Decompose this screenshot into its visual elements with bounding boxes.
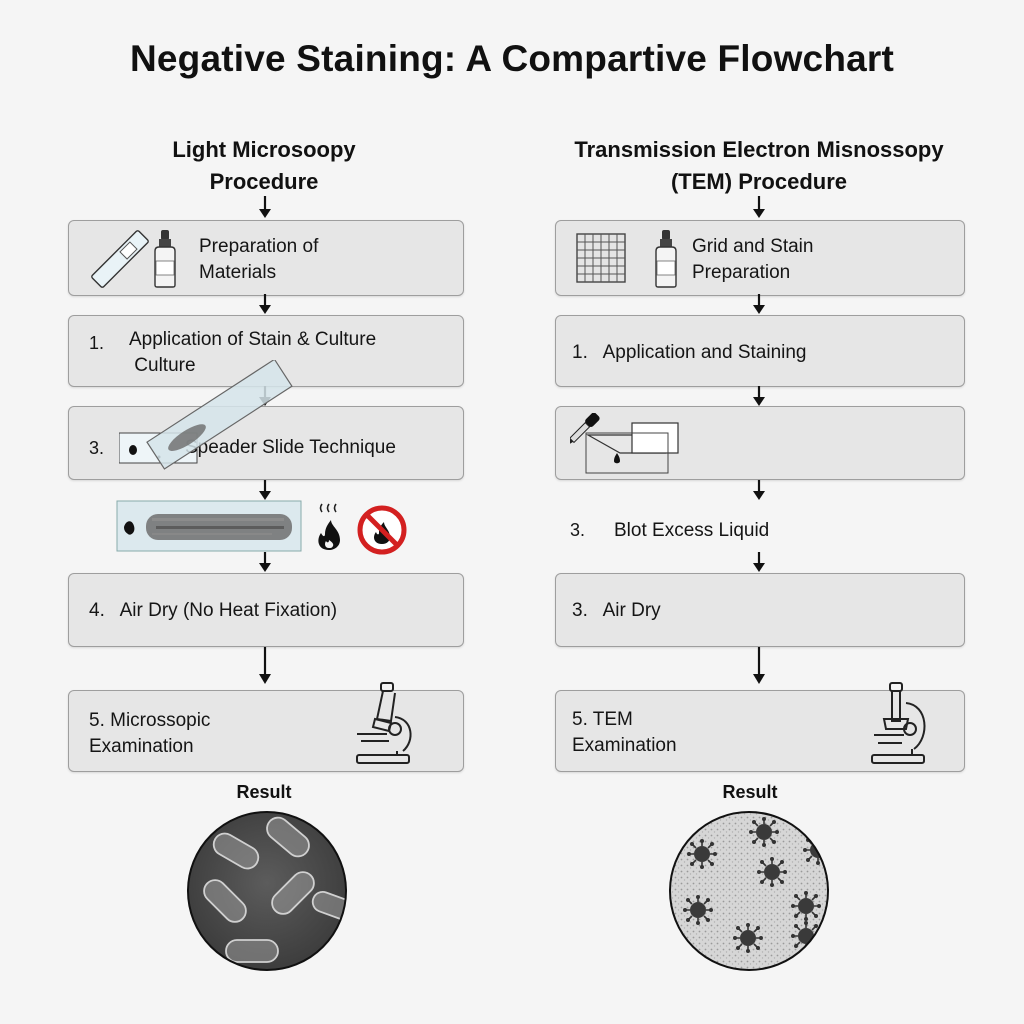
left-prep-text: Preparation of Materials	[199, 236, 319, 283]
pipette-drop-icon	[570, 413, 679, 474]
stain-bottle-icon	[655, 230, 677, 288]
stain-bottle-icon	[154, 230, 176, 288]
right-blot-number: 3.	[570, 520, 586, 540]
right-heading-line1: Transmission Electron Misnossopy	[574, 137, 944, 162]
right-result-label: Result	[722, 782, 778, 802]
right-blot-text: Blot Excess Liquid	[614, 520, 770, 541]
left-column-heading: Light Microsoopy Procedure	[86, 134, 442, 198]
left-step3-box: 3. Speader Slide Technique	[68, 406, 464, 480]
right-step1-text: 1. Application and Staining	[572, 342, 807, 363]
microscope-icon	[871, 682, 926, 764]
right-arrow-2	[753, 294, 765, 314]
left-arrow-6	[259, 647, 271, 684]
right-step1-box: 1. Application and Staining	[555, 315, 965, 387]
heat-flame-icon	[318, 503, 340, 550]
glass-slide-icon	[91, 230, 149, 288]
left-arrow-2	[259, 294, 271, 314]
left-step1-text: Application of Stain & Culture Culture	[129, 329, 377, 376]
right-arrow-4	[753, 480, 765, 500]
right-arrow-1	[753, 196, 765, 218]
spreader-slide-icon	[146, 360, 293, 470]
right-arrow-5	[753, 552, 765, 572]
no-heat-fixation-icon	[357, 505, 407, 555]
tem-grid-icon	[576, 233, 626, 283]
bacteria-result-image	[187, 811, 347, 971]
right-pipette-box	[555, 406, 965, 480]
right-step5-box: 5. TEM Examination	[555, 682, 965, 772]
left-heading-line2: Procedure	[209, 169, 319, 194]
right-prep-text: Grid and Stain Preparation	[692, 236, 814, 283]
left-prep-box: Preparation of Materials	[68, 220, 464, 296]
left-result-label: Result	[236, 782, 292, 802]
left-arrow-5	[259, 552, 271, 572]
right-heading-line2: (TEM) Procedure	[670, 169, 848, 194]
right-column-heading: Transmission Electron Misnossopy (TEM) P…	[540, 134, 978, 198]
virus-result-image	[669, 811, 829, 971]
left-arrow-1	[259, 196, 271, 218]
left-step4-text: 4. Air Dry (No Heat Fixation)	[89, 600, 338, 621]
right-arrow-6	[753, 647, 765, 684]
smeared-slide-icon	[116, 500, 302, 552]
left-step5-box: 5. Microssopic Examination	[68, 682, 464, 772]
left-step4-box: 4. Air Dry (No Heat Fixation)	[68, 573, 464, 647]
right-prep-box: Grid and Stain Preparation	[555, 220, 965, 296]
right-step5-text: 5. TEM Examination	[572, 709, 677, 756]
left-arrow-4	[259, 480, 271, 500]
left-step3-number: 3.	[89, 438, 105, 458]
right-arrow-3	[753, 386, 765, 406]
microscope-icon	[356, 682, 412, 764]
left-step5-text: 5. Microssopic Examination	[89, 710, 211, 757]
left-step3-text: Speader Slide Technique	[185, 437, 396, 458]
left-step1-number: 1.	[89, 333, 105, 353]
page-title: Negative Staining: A Compartive Flowchar…	[129, 38, 895, 79]
left-heading-line1: Light Microsoopy	[172, 137, 356, 162]
right-airdry-text: 3. Air Dry	[572, 600, 661, 621]
right-airdry-box: 3. Air Dry	[555, 573, 965, 647]
